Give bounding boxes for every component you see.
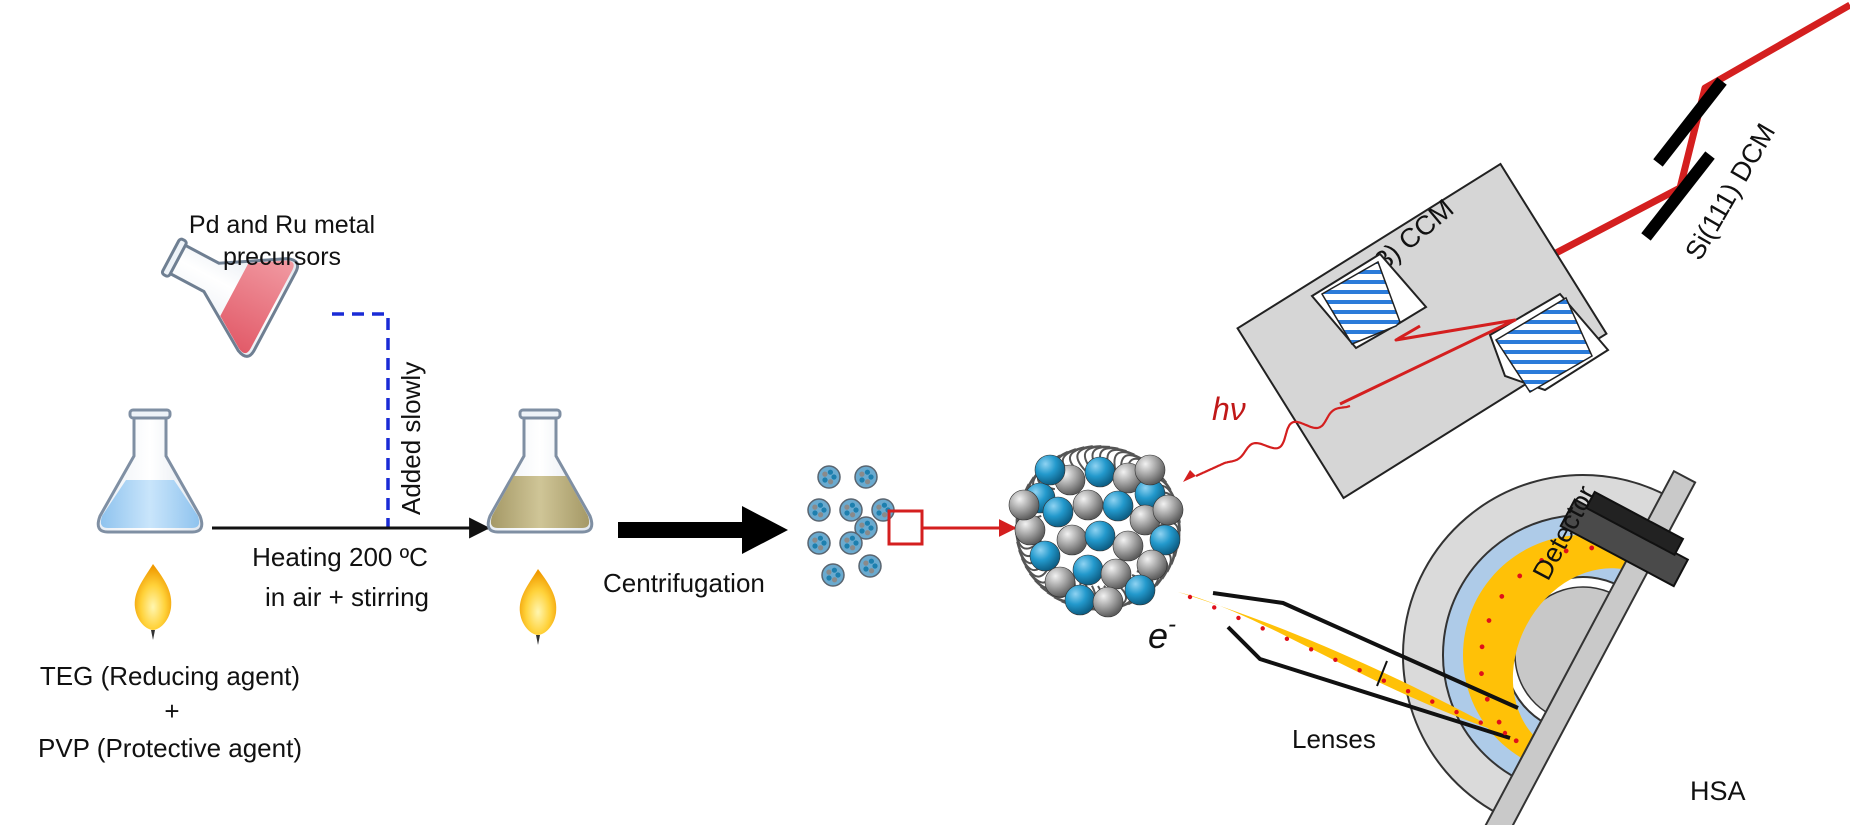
zoom-box	[887, 509, 924, 546]
flask-blue	[96, 408, 204, 534]
small-nanoparticle	[854, 516, 878, 540]
centrifugation-arrow	[618, 506, 788, 554]
flame-icon	[134, 564, 172, 640]
plus-label: +	[164, 696, 179, 726]
precursors-label-line2: precursors	[223, 243, 341, 271]
small-nanoparticle	[807, 531, 831, 555]
small-nanoparticle	[817, 465, 841, 489]
hsa-label: HSA	[1690, 776, 1746, 806]
photon-arrowhead	[1183, 470, 1196, 482]
nanoparticle-icon	[1008, 445, 1184, 618]
precursor-flask	[160, 237, 300, 358]
flame-icon	[519, 569, 557, 645]
electron-label: e-	[1148, 611, 1176, 656]
teg-label: TEG (Reducing agent)	[40, 661, 300, 691]
lenses-label: Lenses	[1292, 724, 1376, 754]
addition-dashed-line	[332, 312, 390, 527]
nanoparticle-cluster	[807, 465, 895, 587]
flask-olive	[486, 408, 594, 534]
ccm-beam-path	[1339, 318, 1517, 406]
added-slowly-label: Added slowly	[396, 362, 426, 515]
small-nanoparticle	[807, 498, 831, 522]
heating-label-line2: in air + stirring	[265, 582, 429, 612]
detector	[1559, 490, 1690, 588]
small-nanoparticle	[821, 563, 845, 587]
ccm-crystal-right	[1488, 292, 1610, 394]
hv-label: hν	[1212, 391, 1246, 427]
small-nanoparticle	[839, 498, 863, 522]
ccm-crystal-left	[1310, 252, 1428, 350]
dcm-crystal-upper	[1653, 77, 1727, 167]
small-nanoparticle	[858, 554, 882, 578]
small-nanoparticle	[854, 465, 878, 489]
small-nanoparticle	[839, 531, 863, 555]
heating-label-line1: Heating 200 ºC	[252, 542, 428, 572]
wave-photon-icon	[1195, 404, 1351, 478]
dcm-crystal-lower	[1641, 151, 1715, 241]
pvp-label: PVP (Protective agent)	[38, 733, 302, 763]
precursors-label-line1: Pd and Ru metal	[189, 211, 375, 239]
lens-column	[1178, 591, 1519, 740]
centrifugation-label: Centrifugation	[603, 568, 765, 598]
